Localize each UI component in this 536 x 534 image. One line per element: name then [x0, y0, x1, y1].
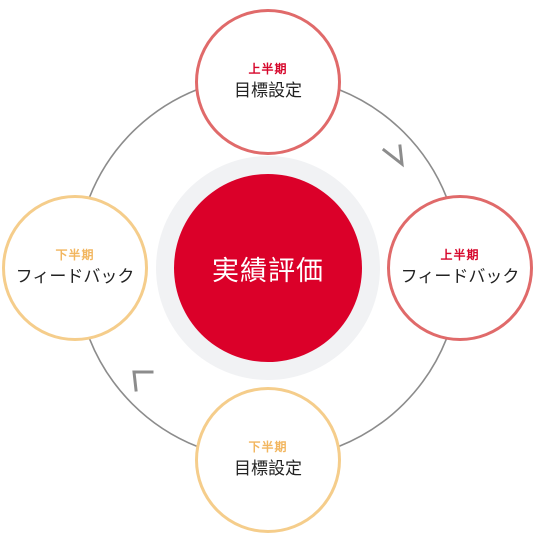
cycle-node-first-half-goal-setting: 上半期 目標設定	[195, 9, 341, 155]
cycle-node-second-half-feedback: 下半期 フィードバック	[2, 195, 148, 341]
node-period-label: 上半期	[440, 248, 480, 262]
node-step-label: 目標設定	[234, 459, 302, 479]
cycle-node-second-half-goal-setting: 下半期 目標設定	[195, 387, 341, 533]
center-circle: 実績評価	[174, 174, 362, 362]
clockwise-arrow-left-icon	[132, 370, 154, 392]
node-period-label: 下半期	[55, 248, 95, 262]
center-label: 実績評価	[212, 255, 324, 287]
node-step-label: フィードバック	[400, 267, 520, 287]
node-step-label: 目標設定	[234, 81, 302, 101]
node-period-label: 上半期	[248, 62, 288, 76]
node-period-label: 下半期	[248, 440, 288, 454]
clockwise-arrow-right-icon	[381, 144, 404, 168]
node-step-label: フィードバック	[15, 267, 135, 287]
cycle-node-first-half-feedback: 上半期 フィードバック	[387, 195, 533, 341]
